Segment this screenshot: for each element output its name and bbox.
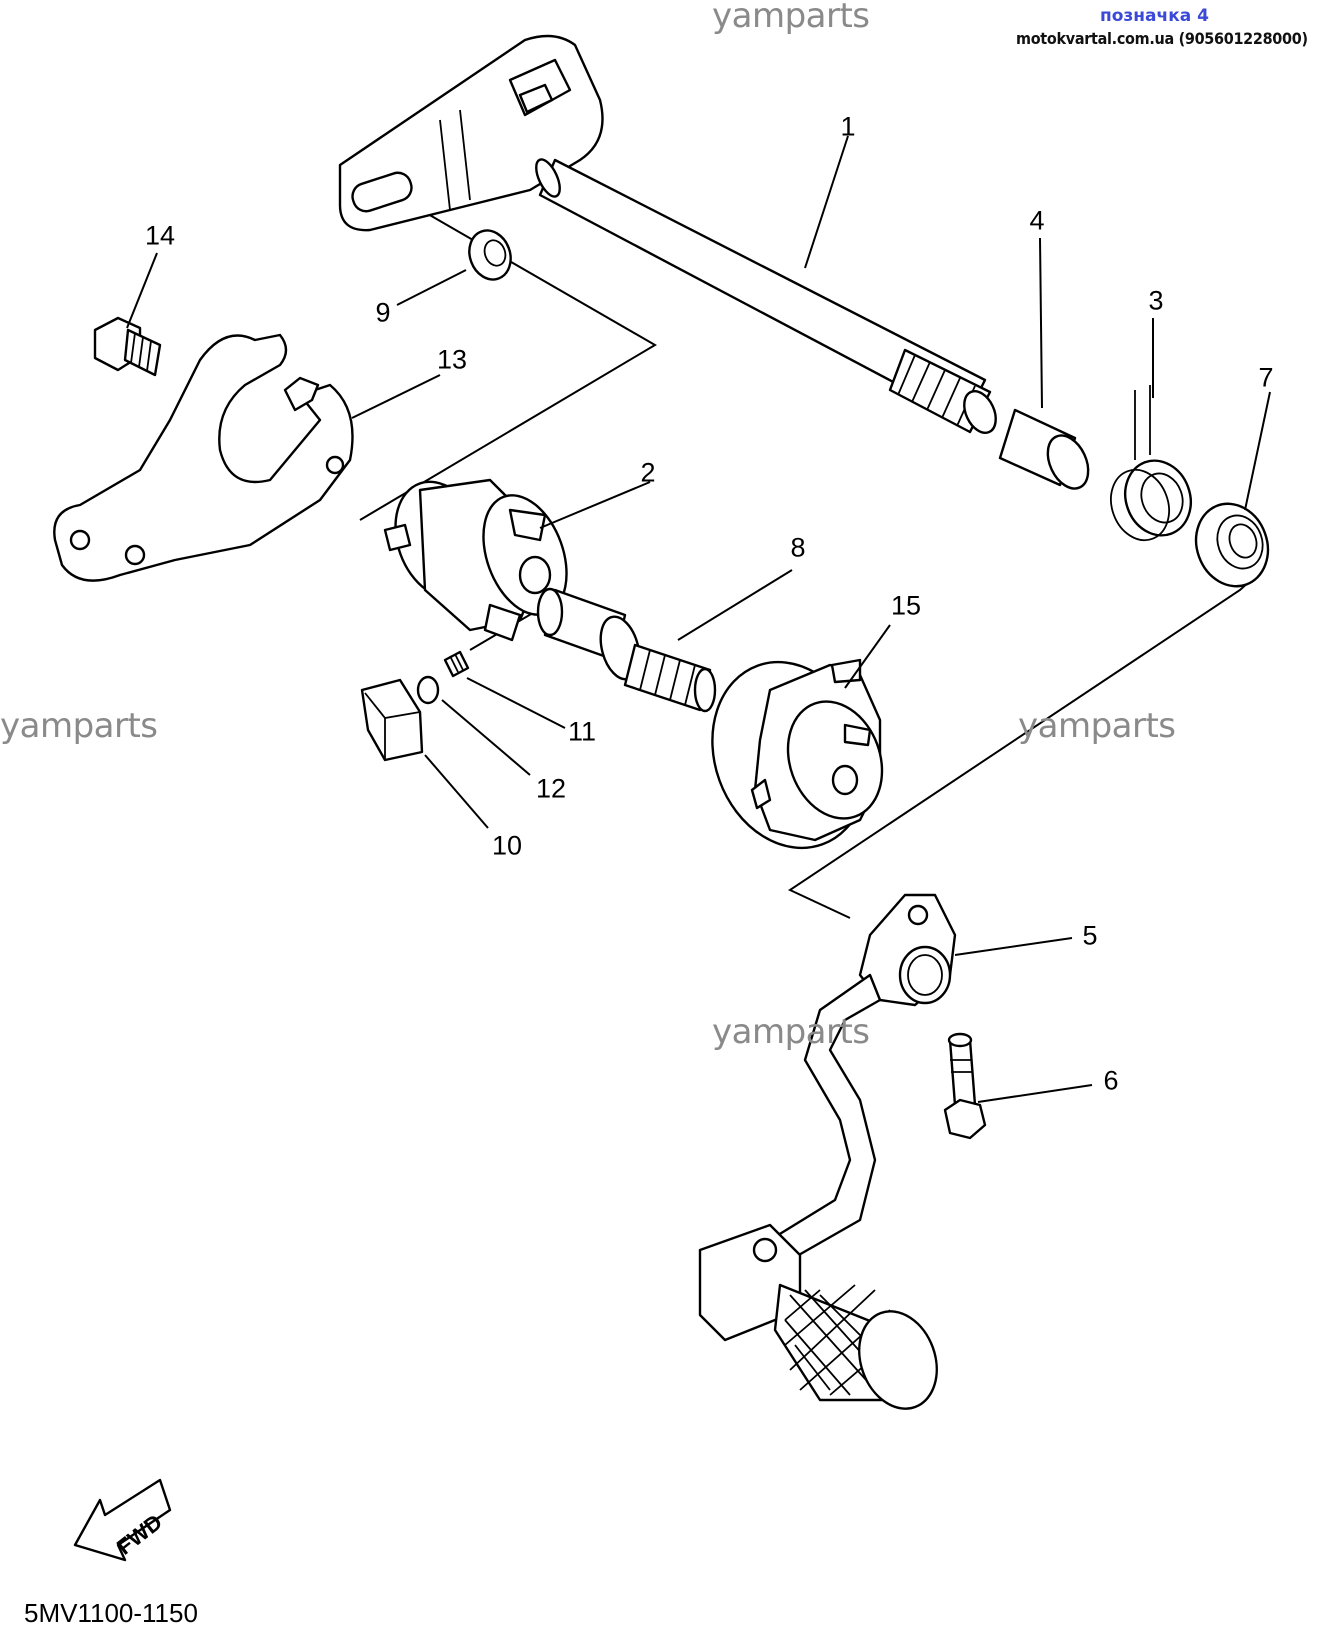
leader-9: [396, 269, 467, 306]
part-14-bolt: [93, 316, 162, 377]
part-3-spring: [1110, 385, 1192, 542]
part-6-bolt: [943, 1032, 987, 1140]
leader-lines: [126, 135, 1271, 1103]
callout-14: 14: [144, 220, 176, 251]
part-5-shift-pedal: [698, 893, 957, 1410]
watermark: yamparts: [712, 0, 870, 36]
leader-11: [466, 677, 566, 729]
callout-1: 1: [840, 111, 856, 142]
diagram-code: 5MV1100-1150: [24, 1598, 198, 1628]
part-8-bolt: [536, 587, 717, 713]
callout-10: 10: [491, 830, 523, 861]
leader-5: [954, 937, 1073, 956]
leader-8: [677, 569, 793, 641]
leader-15: [844, 624, 891, 689]
leader-6: [977, 1084, 1093, 1103]
leader-4: [1039, 237, 1043, 409]
callout-2: 2: [640, 457, 656, 488]
part-7-oil-seal: [1194, 502, 1270, 588]
leader-2: [539, 481, 651, 529]
callout-7: 7: [1258, 362, 1274, 393]
callout-15: 15: [890, 590, 922, 621]
watermark: yamparts: [712, 1012, 870, 1052]
watermark: yamparts: [0, 706, 158, 746]
leader-12: [441, 699, 531, 776]
leader-10: [424, 754, 489, 829]
callout-9: 9: [375, 297, 391, 328]
callout-13: 13: [436, 344, 468, 375]
callout-8: 8: [790, 532, 806, 563]
part-13-stopper-lever: [53, 333, 354, 582]
leader-7: [1244, 391, 1271, 511]
callout-6: 6: [1103, 1065, 1119, 1096]
callout-11: 11: [567, 716, 597, 747]
part-10-plate: [360, 678, 424, 762]
part-11-spring: [443, 650, 470, 678]
callout-5: 5: [1082, 920, 1098, 951]
callout-12: 12: [535, 773, 567, 804]
watermark: yamparts: [1018, 706, 1176, 746]
leader-13: [351, 374, 441, 419]
part-9-washer: [468, 229, 512, 281]
part-12-pin: [416, 675, 440, 705]
part-1-shift-shaft: [338, 34, 997, 434]
leader-14: [126, 252, 158, 329]
header-site: motokvartal.com.ua (905601228000): [1016, 29, 1308, 48]
fwd-arrow-icon: [73, 1478, 172, 1562]
callout-4: 4: [1029, 205, 1045, 236]
leader-1: [804, 135, 849, 269]
part-15-guide: [711, 658, 884, 850]
part-4-collar: [998, 408, 1090, 490]
header-label: позначка 4: [1100, 6, 1209, 26]
callout-3: 3: [1148, 285, 1164, 316]
